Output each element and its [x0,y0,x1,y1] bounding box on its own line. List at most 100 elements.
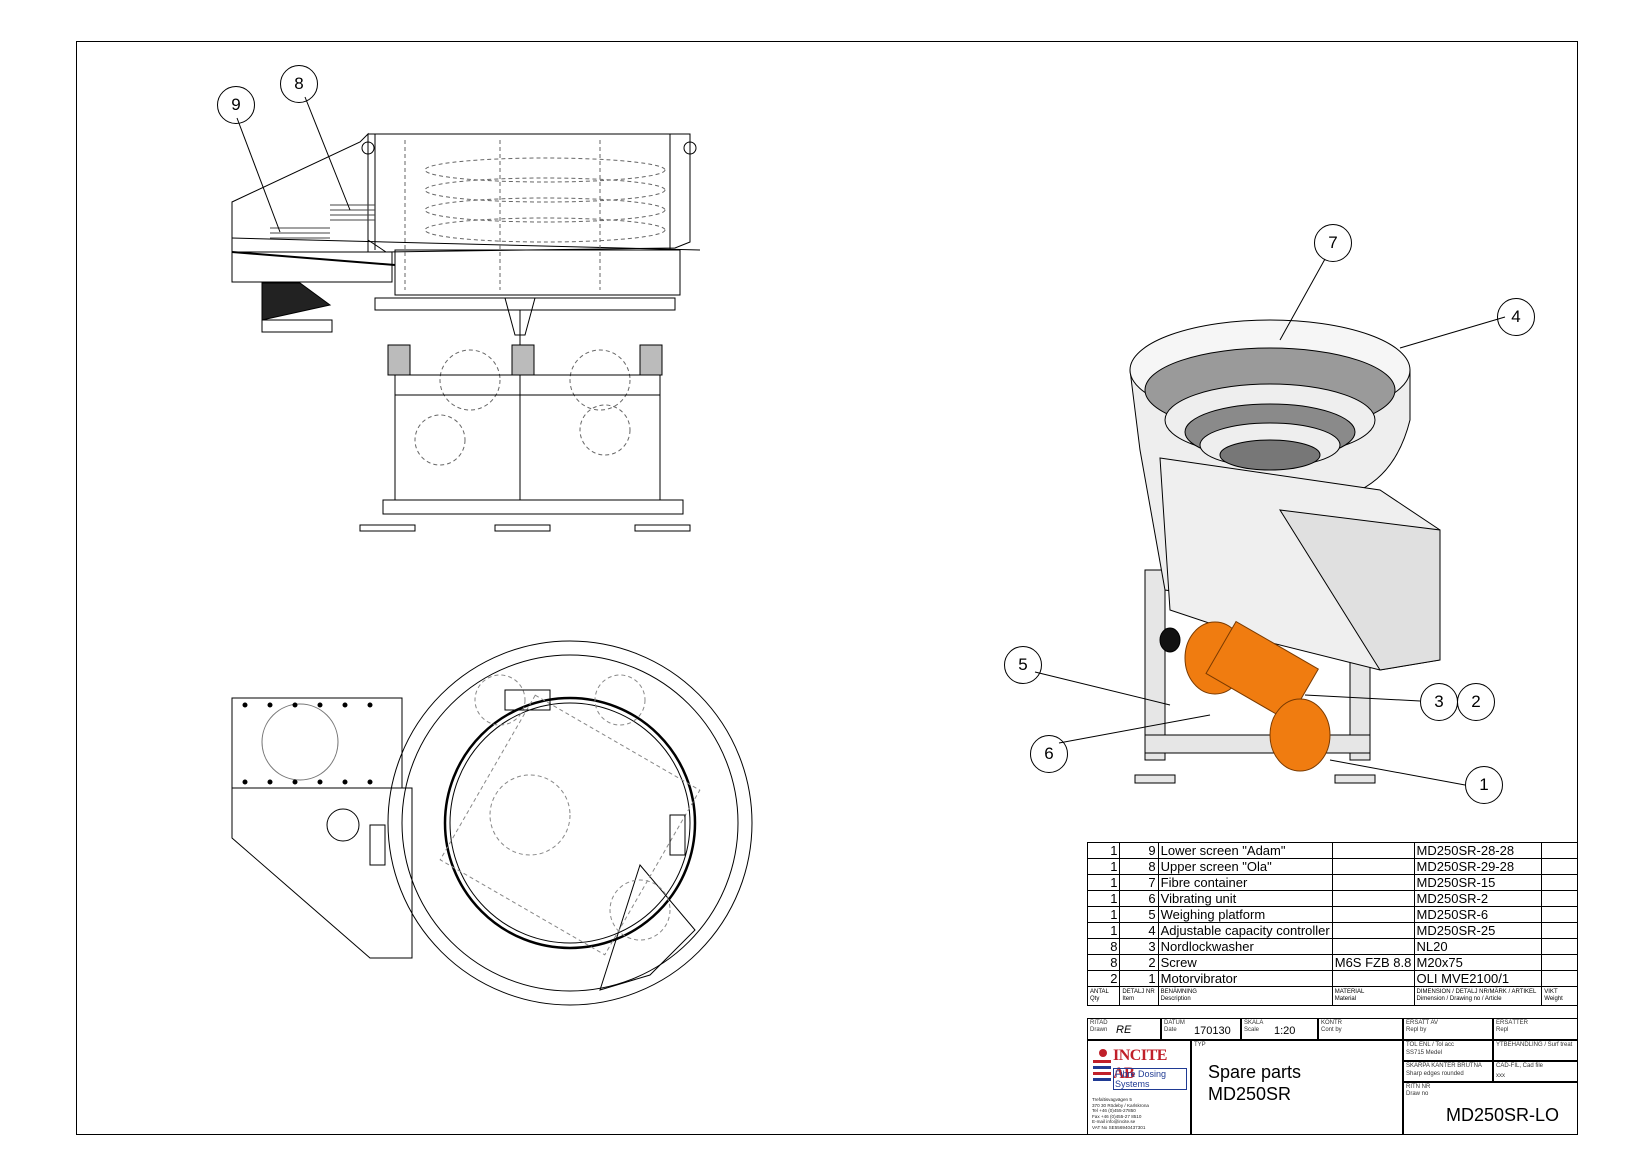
part-material [1331,858,1415,875]
part-item-no: 8 [1119,858,1159,875]
part-item-no: 1 [1119,970,1159,987]
company-cell: INCITE AB Fibre Dosing Systems Trefaltis… [1087,1040,1191,1135]
isometric-view [1129,319,1441,784]
part-item-no: 9 [1119,842,1159,859]
company-logo: INCITE AB Fibre Dosing Systems [1091,1047,1187,1090]
part-weight [1541,938,1578,955]
part-item-no: 2 [1119,954,1159,971]
header-qty: ANTAL Qty [1086,986,1121,1006]
part-article: MD250SR-15 [1413,874,1543,891]
part-article: MD250SR-2 [1413,890,1543,907]
replaced-by-cell: ERSATT AV Repl by [1403,1018,1493,1040]
part-material [1331,938,1415,955]
part-article: M20x75 [1413,954,1543,971]
part-weight [1541,874,1578,891]
header-weight: VIKT Weight [1541,986,1578,1006]
company-name: INCITE AB [1113,1047,1167,1082]
part-material [1331,922,1415,939]
balloon-3: 3 [1420,683,1458,721]
tolerance-cell: TOL ENL / Tol acc SS715 Medel [1403,1040,1493,1061]
part-qty: 8 [1086,938,1121,955]
part-weight [1541,890,1578,907]
part-qty: 1 [1086,842,1121,859]
part-qty: 1 [1086,874,1121,891]
cad-file-cell: CAD-FIL, Cad file xxx [1493,1061,1578,1082]
part-item-no: 7 [1119,874,1159,891]
drawing-number-cell: RITN NR Draw no MD250SR-LO [1403,1082,1578,1135]
part-item-no: 3 [1119,938,1159,955]
part-item-no: 4 [1119,922,1159,939]
part-qty: 8 [1086,954,1121,971]
part-description: Nordlockwasher [1157,938,1333,955]
leader-lines [236,96,1506,786]
top-view [231,640,753,1006]
part-weight [1541,970,1578,987]
part-material [1331,906,1415,923]
part-qty: 1 [1086,922,1121,939]
part-qty: 1 [1086,858,1121,875]
surface-cell: YTBEHANDLING / Surf treat [1493,1040,1578,1061]
drawing-frame [76,41,1578,1135]
balloon-2: 2 [1457,683,1495,721]
checked-cell: KONTR Cont by [1318,1018,1403,1040]
motorvibrator [1184,620,1331,772]
scale-cell: SKALA Scale 1:20 [1241,1018,1318,1040]
part-material: M6S FZB 8.8 [1331,954,1415,971]
company-address: Trefaltisvagvägen 5 370 30 Rödeby / Karl… [1092,1097,1149,1130]
part-qty: 1 [1086,906,1121,923]
side-view [231,132,701,532]
header-description: BENÄMNING Description [1157,986,1333,1006]
part-article: MD250SR-28-28 [1413,842,1543,859]
date-cell: DATUM Date 170130 [1161,1018,1241,1040]
part-article: NL20 [1413,938,1543,955]
balloon-8: 8 [280,65,318,103]
part-qty: 1 [1086,890,1121,907]
balloon-5: 5 [1004,646,1042,684]
part-item-no: 6 [1119,890,1159,907]
part-material [1331,874,1415,891]
part-article: MD250SR-6 [1413,906,1543,923]
part-description: Adjustable capacity controller [1157,922,1333,939]
part-article: MD250SR-29-28 [1413,858,1543,875]
parts-list-header: ANTAL Qty DETALJ NR Item BENÄMNING Descr… [1086,986,1578,1006]
part-weight [1541,842,1578,859]
part-description: Weighing platform [1157,906,1333,923]
balloon-9: 9 [217,86,255,124]
balloon-7: 7 [1314,224,1352,262]
replaces-cell: ERSÄTTER Repl [1493,1018,1578,1040]
part-weight [1541,922,1578,939]
part-description: Fibre container [1157,874,1333,891]
scale-value: 1:20 [1274,1025,1296,1037]
part-description: Vibrating unit [1157,890,1333,907]
balloon-6: 6 [1030,735,1068,773]
part-weight [1541,858,1578,875]
drawn-cell: RITAD Drawn RE [1087,1018,1161,1040]
part-weight [1541,954,1578,971]
part-description: Upper screen "Ola" [1157,858,1333,875]
part-article: MD250SR-25 [1413,922,1543,939]
date-value: 170130 [1194,1025,1231,1037]
drawing-title: Spare parts MD250SR [1208,1062,1302,1104]
part-qty: 2 [1086,970,1121,987]
balloon-4: 4 [1497,298,1535,336]
part-article: OLI MVE2100/1 [1413,970,1543,987]
part-description: Motorvibrator [1157,970,1333,987]
balloon-1: 1 [1465,766,1503,804]
part-material [1331,842,1415,859]
part-description: Lower screen "Adam" [1157,842,1333,859]
part-weight [1541,906,1578,923]
title-cell: TYP Spare parts MD250SR [1191,1040,1403,1135]
header-item: DETALJ NR Item [1119,986,1159,1006]
part-description: Screw [1157,954,1333,971]
drawn-value: RE [1116,1024,1132,1036]
